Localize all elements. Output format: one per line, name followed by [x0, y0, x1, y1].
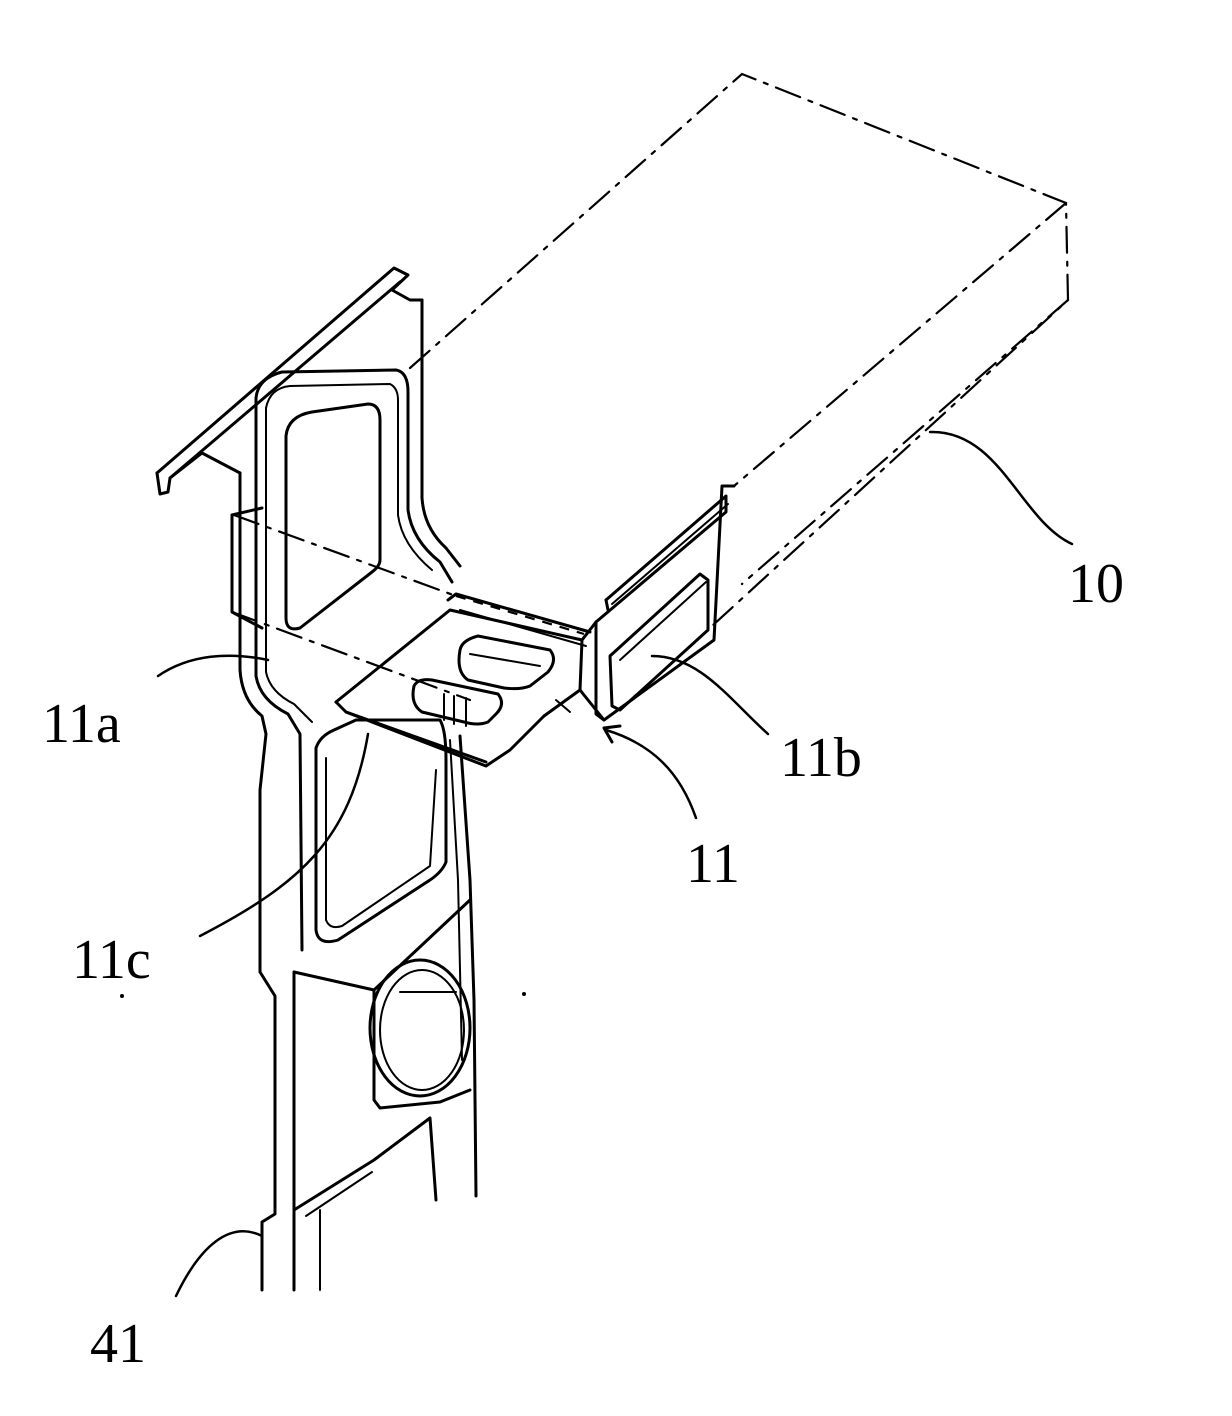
label-11a: 11a [42, 693, 121, 755]
label-11b: 11b [780, 727, 862, 789]
label-11: 11 [686, 833, 740, 895]
component-10-phantom-outline [230, 72, 1070, 702]
leader-11 [604, 728, 698, 820]
frame-member-41 [238, 298, 478, 1292]
label-10: 10 [1068, 553, 1124, 615]
leader-10 [928, 430, 1074, 546]
leader-lines [156, 430, 1074, 1298]
leader-11a [156, 654, 270, 678]
leader-11c [198, 732, 370, 938]
leader-41 [174, 1230, 264, 1298]
reference-labels: 10 11b 11a 11 11c 41 [42, 553, 1124, 1375]
label-41: 41 [90, 1313, 146, 1375]
arrow-11 [602, 724, 622, 744]
leader-11b [650, 654, 770, 736]
top-flange [155, 266, 424, 496]
bracket-11 [230, 484, 736, 768]
label-11c: 11c [72, 929, 151, 991]
